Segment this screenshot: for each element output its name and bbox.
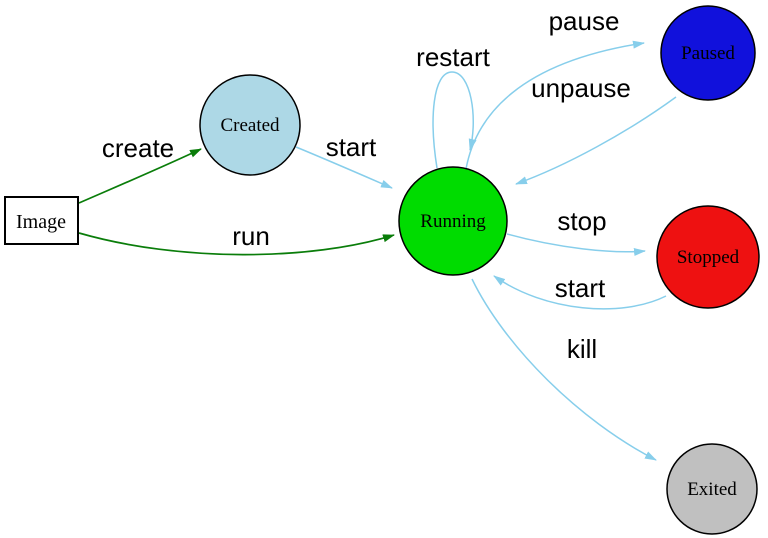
node-label-exited: Exited [687, 479, 737, 500]
node-label-image: Image [16, 211, 66, 233]
edge-label-run: run [232, 221, 270, 251]
node-running [398, 166, 508, 276]
edge-start-created-to-running [295, 146, 393, 189]
node-created [199, 74, 301, 176]
node-exited [666, 443, 758, 535]
edge-label-unpause: unpause [531, 73, 631, 103]
edge-create-image-to-created [78, 148, 202, 204]
edge-run-image-to-running [78, 232, 395, 256]
edge-start-stopped-to-running [493, 275, 667, 310]
edge-pause-running-to-paused [465, 40, 645, 170]
node-image [4, 196, 79, 245]
edge-kill-running-to-exited [471, 278, 657, 461]
node-label-running: Running [420, 211, 486, 232]
edge-label-start-created: start [326, 132, 377, 162]
edge-label-kill: kill [567, 334, 597, 364]
node-paused [660, 5, 756, 101]
edge-label-restart: restart [416, 42, 490, 72]
node-label-stopped: Stopped [677, 247, 740, 268]
edge-stop-running-to-stopped [506, 233, 646, 256]
edge-restart-self-loop [432, 71, 477, 169]
edge-label-stop: stop [557, 206, 606, 236]
node-stopped [656, 205, 760, 309]
node-label-paused: Paused [681, 43, 735, 64]
edge-label-create: create [102, 133, 174, 163]
edge-unpause-paused-to-running [515, 96, 677, 185]
node-label-created: Created [220, 115, 280, 136]
edge-label-start-stopped: start [555, 273, 606, 303]
edge-label-pause: pause [549, 6, 620, 36]
